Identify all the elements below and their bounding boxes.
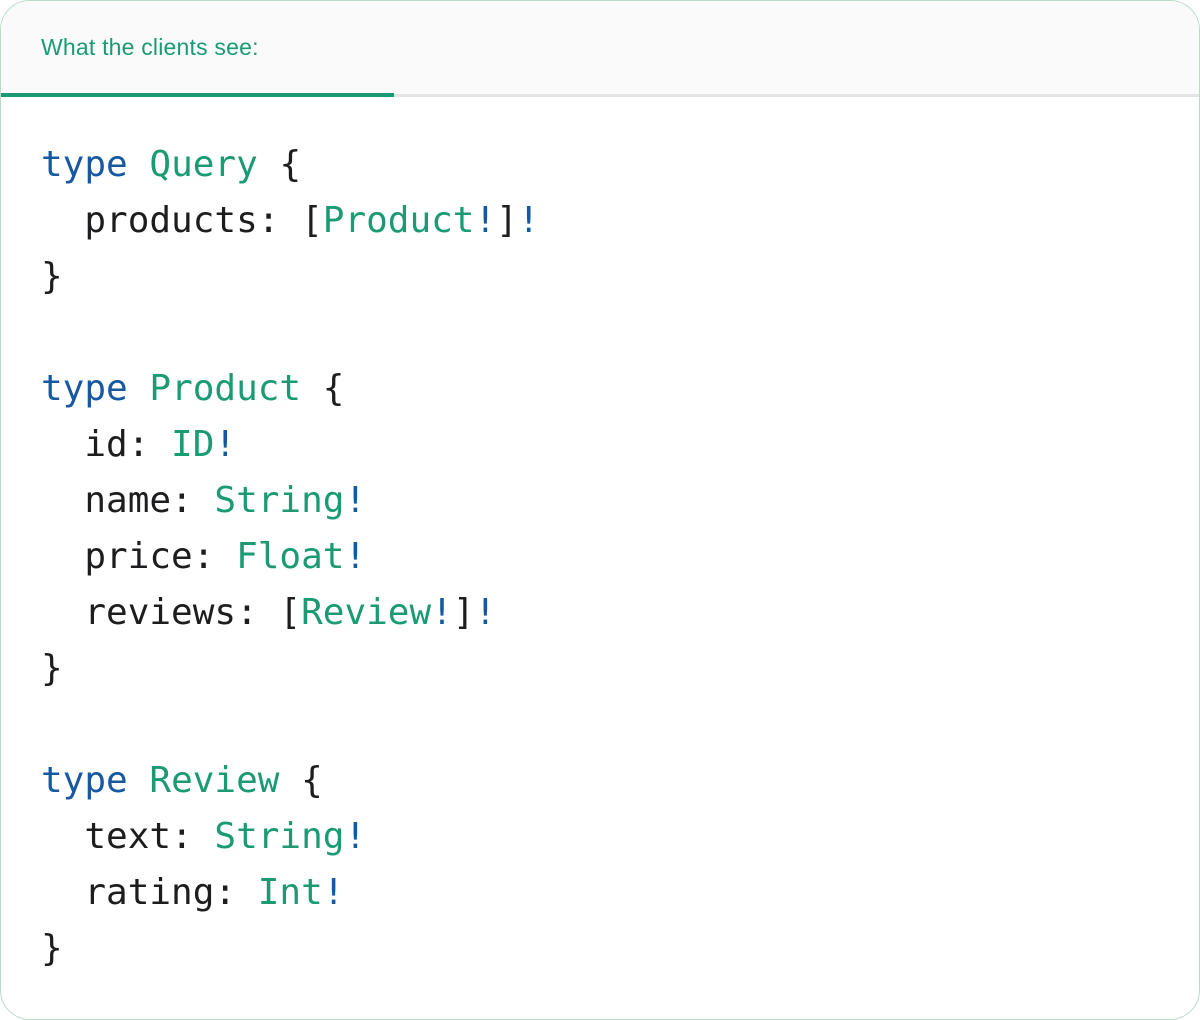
code-token-plain: text:	[41, 816, 215, 857]
code-token-plain	[128, 368, 150, 409]
code-token-plain: ]	[496, 200, 518, 241]
code-token-bang: !	[474, 200, 497, 241]
code-token-plain: rating:	[41, 872, 258, 913]
code-token-bang: !	[517, 200, 540, 241]
code-token-keyword: type	[41, 368, 128, 409]
code-content: type Query { products: [Product!]! } typ…	[41, 144, 540, 969]
code-token-plain: }	[41, 648, 63, 689]
code-token-typename: Review	[301, 592, 432, 633]
tab-what-clients-see[interactable]: What the clients see:	[1, 34, 259, 61]
code-token-plain: {	[301, 368, 345, 409]
code-token-keyword: type	[41, 144, 128, 185]
code-token-typename: String	[214, 816, 345, 857]
code-token-typename: Review	[149, 760, 280, 801]
code-token-plain: price:	[41, 536, 237, 577]
code-token-plain: name:	[41, 480, 215, 521]
code-token-typename: Int	[257, 872, 323, 913]
code-token-typename: Float	[236, 536, 345, 577]
card-header: What the clients see:	[1, 1, 1199, 97]
code-token-bang: !	[474, 592, 497, 633]
code-token-bang: !	[214, 424, 237, 465]
code-token-typename: Product	[149, 368, 302, 409]
code-token-plain: {	[279, 760, 323, 801]
code-token-plain: ]	[452, 592, 475, 633]
code-token-plain: }	[41, 928, 63, 969]
code-token-typename: String	[214, 480, 345, 521]
code-token-typename: Query	[149, 144, 258, 185]
code-token-typename: Product	[322, 200, 475, 241]
active-tab-underline	[1, 93, 394, 97]
code-token-plain: reviews: [	[41, 592, 302, 633]
code-token-plain: {	[257, 144, 302, 185]
code-token-bang: !	[322, 872, 345, 913]
code-token-bang: !	[344, 480, 367, 521]
tab-label: What the clients see:	[41, 34, 259, 60]
code-token-plain	[128, 144, 150, 185]
code-token-plain: }	[41, 256, 63, 297]
code-token-typename: ID	[171, 424, 215, 465]
code-token-bang: !	[344, 536, 367, 577]
code-token-plain	[128, 760, 150, 801]
code-token-bang: !	[431, 592, 453, 633]
code-token-keyword: type	[41, 760, 128, 801]
code-token-bang: !	[344, 816, 367, 857]
graphql-schema-code: type Query { products: [Product!]! } typ…	[1, 97, 1199, 977]
code-token-plain: products: [	[41, 200, 323, 241]
code-token-plain: id:	[41, 424, 172, 465]
